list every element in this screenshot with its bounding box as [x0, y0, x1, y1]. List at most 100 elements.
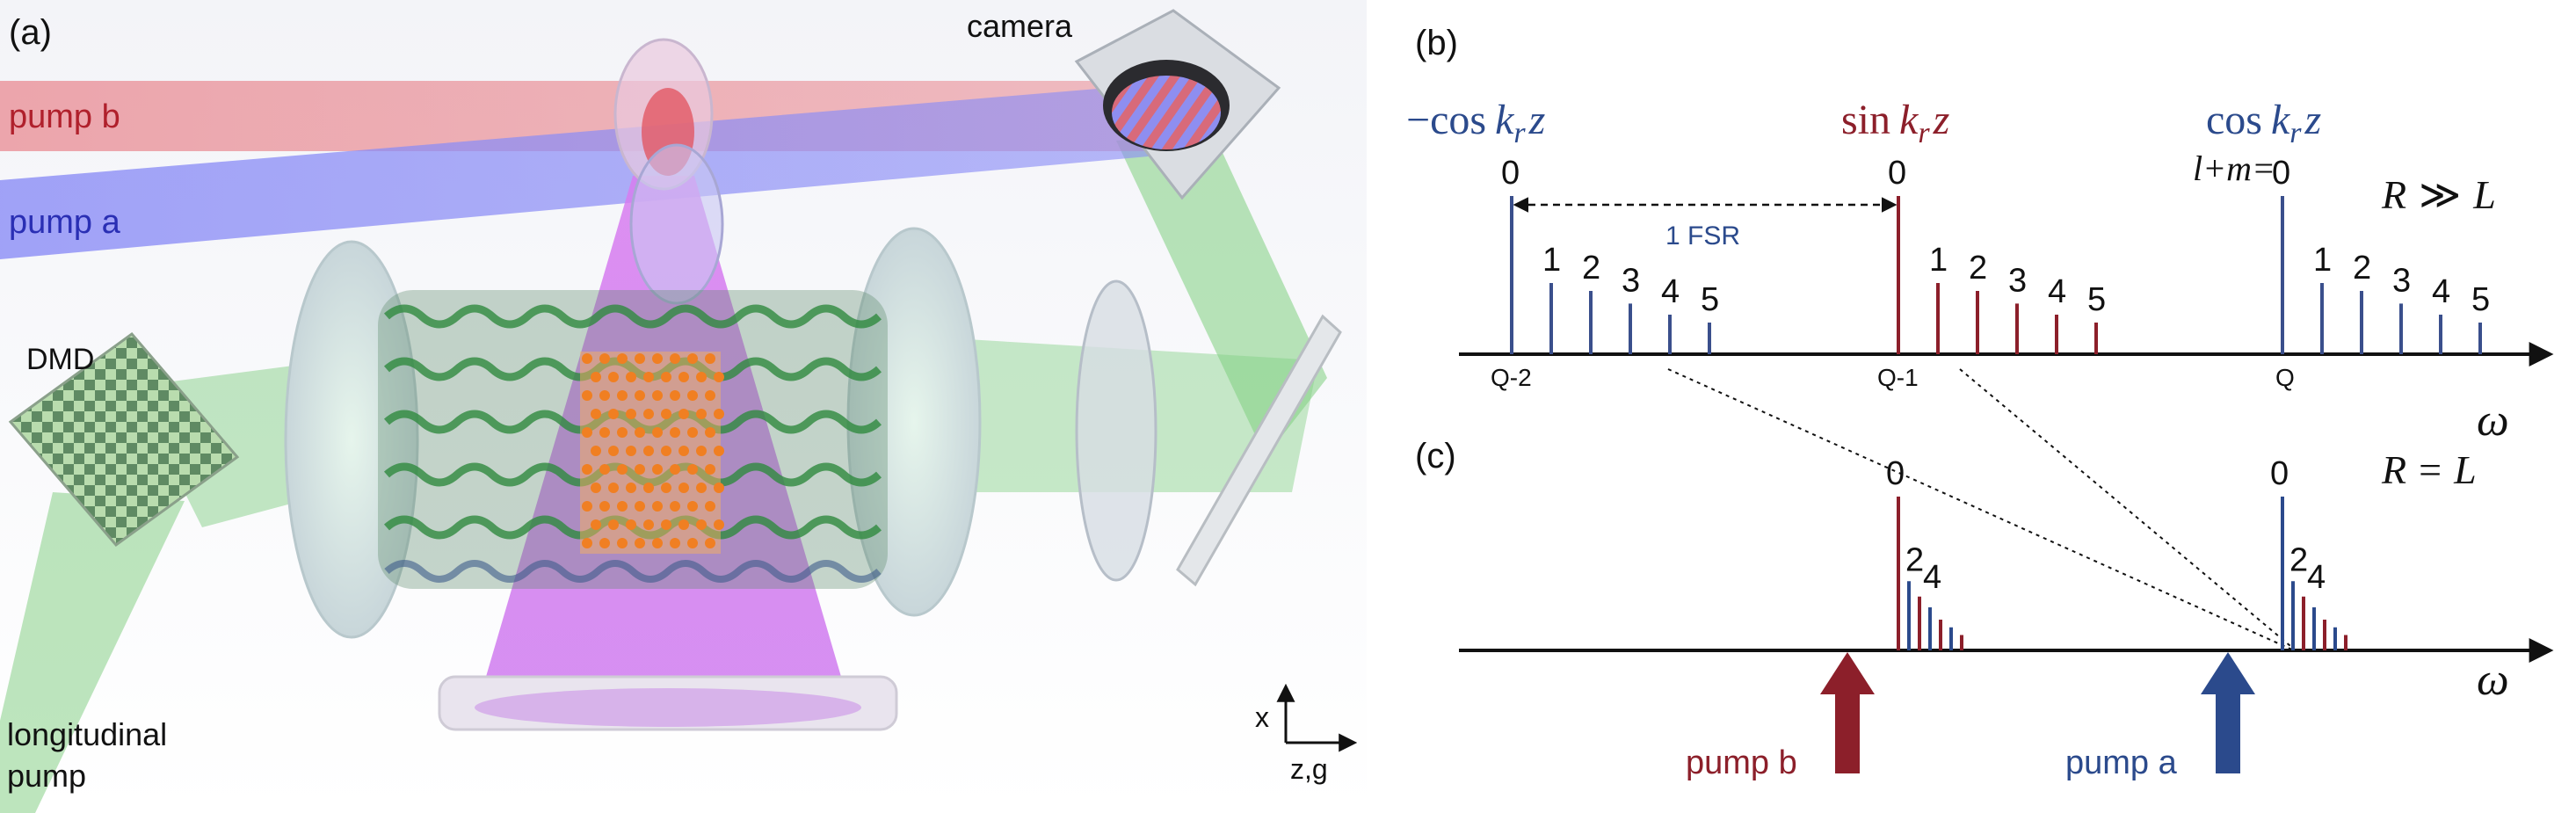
lattice-site — [714, 519, 724, 530]
lattice-site — [714, 446, 724, 456]
lattice-site — [608, 483, 619, 493]
lattice-site — [608, 409, 619, 419]
mode-order-label: 2 — [2353, 250, 2371, 287]
axis-zg-label: z,g — [1290, 753, 1328, 785]
lattice-site — [643, 483, 654, 493]
mode-order-label: 0 — [2270, 455, 2289, 492]
lattice-site — [705, 464, 715, 475]
lower-optic — [629, 143, 724, 305]
lattice-site — [687, 353, 698, 364]
mode-order-label: 3 — [2392, 262, 2411, 299]
mode-order-label: 4 — [1661, 273, 1680, 310]
tick-label: Q-1 — [1877, 364, 1919, 391]
lattice-site — [582, 501, 592, 512]
lattice-site — [635, 464, 645, 475]
lattice-site — [687, 538, 698, 548]
lattice-site — [652, 353, 663, 364]
mode-order-label: 1 — [2313, 242, 2332, 279]
left-cavity-mirror — [284, 240, 419, 639]
lattice-site — [661, 446, 671, 456]
lattice-site — [643, 446, 654, 456]
mode-order-label: 2 — [1905, 541, 1924, 578]
lattice-site — [652, 538, 663, 548]
mode-order-label: 5 — [1701, 281, 1719, 318]
mode-order-label: 0 — [1886, 455, 1905, 492]
lattice-site — [617, 501, 628, 512]
lattice-site — [599, 427, 610, 438]
fsr-label: 1 FSR — [1665, 221, 1740, 250]
lattice-site — [696, 446, 707, 456]
lattice-site — [678, 409, 689, 419]
lattice-site — [599, 353, 610, 364]
lattice-site — [635, 353, 645, 364]
lattice-site — [687, 390, 698, 401]
lattice-site — [661, 409, 671, 419]
panel-a-label: (a) — [9, 13, 52, 52]
lattice-site — [635, 538, 645, 548]
lattice-site — [670, 353, 680, 364]
tick-label: Q — [2275, 364, 2295, 391]
lattice-site — [678, 483, 689, 493]
lattice-site — [626, 409, 636, 419]
bottom-window-glow — [475, 688, 861, 727]
lattice-site — [599, 390, 610, 401]
camera-green-beam — [1116, 132, 1327, 457]
lattice-site — [617, 427, 628, 438]
lattice-site — [591, 483, 601, 493]
panel-c-omega: ω — [2477, 655, 2509, 705]
mode-order-label: 5 — [2471, 281, 2490, 318]
lattice-site — [705, 390, 715, 401]
lattice-site — [652, 390, 663, 401]
lattice-site — [705, 427, 715, 438]
lattice-site — [652, 464, 663, 475]
mode-order-label: 4 — [1923, 559, 1941, 596]
lattice-site — [626, 446, 636, 456]
lattice-site — [643, 409, 654, 419]
order-label-prefix: l+m= — [2193, 149, 2275, 188]
lattice-site — [661, 483, 671, 493]
atomic-lattice — [580, 352, 724, 554]
lattice-site — [670, 427, 680, 438]
pump-a-arrow-label: pump a — [2065, 744, 2178, 781]
lattice-site — [687, 501, 698, 512]
mode-order-label: 1 — [1542, 242, 1561, 279]
lattice-site — [599, 464, 610, 475]
lattice-site — [582, 390, 592, 401]
lattice-site — [582, 353, 592, 364]
pump-b-arrow — [1820, 652, 1875, 773]
lattice-site — [652, 501, 663, 512]
lattice-site — [661, 519, 671, 530]
mode-order-label: 4 — [2307, 559, 2326, 596]
lattice-site — [617, 390, 628, 401]
dmd-label: DMD — [26, 343, 94, 376]
lattice-site — [670, 390, 680, 401]
lattice-site — [582, 538, 592, 548]
camera-label: camera — [967, 8, 1073, 44]
lattice-site — [652, 427, 663, 438]
lattice-site — [617, 464, 628, 475]
lattice-site — [705, 353, 715, 364]
lattice-site — [661, 372, 671, 382]
longitudinal-pump-beam — [0, 492, 185, 813]
lattice-site — [608, 519, 619, 530]
mode-order-label: 5 — [2087, 281, 2106, 318]
mode-order-label: 4 — [2048, 273, 2066, 310]
lattice-site — [696, 372, 707, 382]
lattice-site — [599, 501, 610, 512]
pump-b-arrow-label: pump b — [1686, 744, 1797, 781]
panel-b-label: (b) — [1415, 24, 1458, 62]
lattice-site — [678, 372, 689, 382]
pump-a-beam — [0, 83, 1178, 259]
coordinate-axes: x z,g — [1255, 683, 1358, 785]
panel-b-omega: ω — [2477, 396, 2509, 446]
lattice-site — [626, 372, 636, 382]
regime-c: R=L — [2381, 447, 2477, 492]
lattice-site — [678, 446, 689, 456]
lattice-site — [608, 446, 619, 456]
mode-order-label: 3 — [2008, 262, 2027, 299]
lattice-site — [617, 353, 628, 364]
lattice-site — [670, 501, 680, 512]
